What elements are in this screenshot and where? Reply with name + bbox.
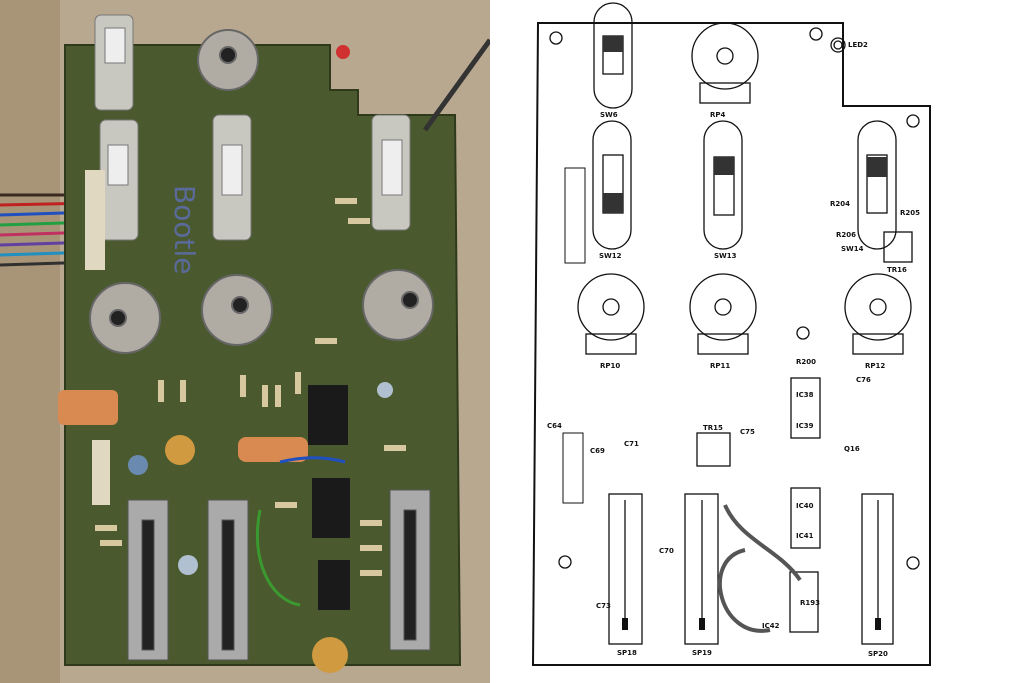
label-r205: R205: [900, 209, 920, 217]
connector-header: [85, 170, 105, 270]
label-sw13: SW13: [714, 252, 737, 260]
label-r193: R193: [800, 599, 820, 607]
board-outline: [531, 22, 931, 666]
label-c71: C71: [624, 440, 639, 448]
potentiometers: [89, 29, 434, 354]
connector-header: [92, 440, 110, 505]
label-r200: R200: [796, 358, 816, 366]
label-q16: Q16: [844, 445, 860, 453]
electrolytic-capacitor: [178, 555, 198, 575]
resistors: [95, 198, 406, 576]
label-sw14: SW14: [841, 245, 864, 253]
switch-knobs: [603, 36, 887, 213]
handwritten-marking: Bootle: [168, 185, 201, 274]
label-rp10: RP10: [600, 362, 620, 370]
slider-knobs: [622, 618, 881, 630]
component-labels: LED2 SW6 RP4 SW12 SW13 SW14 TR16 R204 R2…: [547, 41, 920, 658]
pcb-photo: Bootle: [0, 0, 490, 683]
label-ic39: IC39: [796, 422, 814, 430]
label-c64: C64: [547, 422, 562, 430]
label-sp20: SP20: [868, 650, 888, 658]
label-sp19: SP19: [692, 649, 712, 657]
label-sw6: SW6: [600, 111, 618, 119]
ceramic-capacitor: [312, 637, 348, 673]
label-sw12: SW12: [599, 252, 622, 260]
shielded-wire: [718, 504, 802, 633]
red-led: [336, 45, 350, 59]
ic-chips: [308, 385, 350, 610]
label-ic41: IC41: [796, 532, 814, 540]
pcb-layout-diagram: LED2 SW6 RP4 SW12 SW13 SW14 TR16 R204 R2…: [490, 0, 1024, 683]
label-c76: C76: [856, 376, 871, 384]
label-rp12: RP12: [865, 362, 885, 370]
label-led2: LED2: [848, 41, 868, 49]
electrolytic-capacitor: [377, 382, 393, 398]
ceramic-capacitor: [165, 435, 195, 465]
slider-outlines: [608, 493, 894, 645]
label-ic40: IC40: [796, 502, 814, 510]
slide-potentiometers: [127, 489, 431, 661]
label-sp18: SP18: [617, 649, 637, 657]
connector-outline: [564, 167, 586, 264]
label-r206: R206: [836, 231, 856, 239]
film-capacitor: [238, 437, 308, 462]
label-c73: C73: [596, 602, 611, 610]
label-tr16: TR16: [887, 266, 907, 274]
label-c70: C70: [659, 547, 674, 555]
film-capacitor: [58, 390, 118, 425]
mounting-holes: [549, 27, 920, 570]
blue-wire: [279, 456, 346, 464]
ic-outlines: [696, 231, 913, 633]
connector-outline: [562, 432, 584, 504]
label-tr15: TR15: [703, 424, 723, 432]
label-ic38: IC38: [796, 391, 814, 399]
slide-switches: [94, 14, 411, 241]
electrolytic-capacitor: [128, 455, 148, 475]
probe-clip: [422, 38, 490, 132]
green-wire: [255, 509, 301, 607]
pot-outlines: [577, 22, 912, 355]
label-r204: R204: [830, 200, 850, 208]
label-rp4: RP4: [710, 111, 726, 119]
label-c75: C75: [740, 428, 755, 436]
label-rp11: RP11: [710, 362, 730, 370]
label-ic42: IC42: [762, 622, 780, 630]
label-c69: C69: [590, 447, 605, 455]
